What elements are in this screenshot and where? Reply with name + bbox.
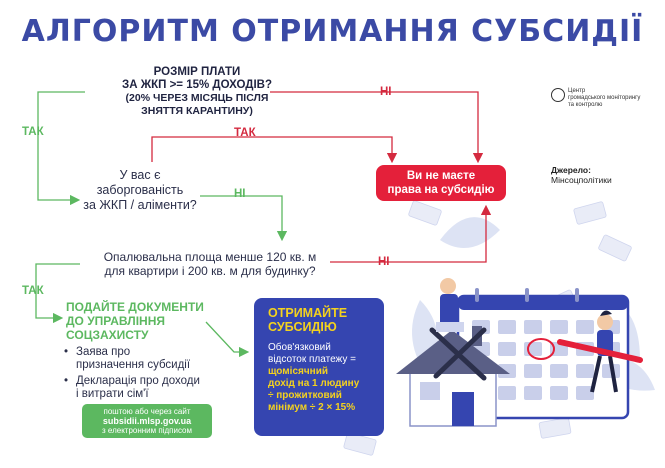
docs-title: ПОДАЙТЕ ДОКУМЕНТИ ДО УПРАВЛІННЯ СОЦЗАХИС… xyxy=(66,300,236,342)
result-line-1: Ви не маєте xyxy=(406,170,476,182)
docs-title-3: СОЦЗАХИСТУ xyxy=(66,328,149,342)
receive-formula: Обов'язковий відсоток платежу = щомісячн… xyxy=(268,342,376,414)
q2-line-1: У вас є xyxy=(119,168,161,182)
list-item: Заява про призначення субсидії xyxy=(64,346,244,372)
docs-title-2: ДО УПРАВЛІННЯ xyxy=(66,314,165,328)
submit-line-1: поштою або через сайт xyxy=(103,407,191,416)
q2-line-2: заборгованість xyxy=(96,183,184,197)
question-area: Опалювальна площа менше 120 кв. м для кв… xyxy=(80,250,340,278)
source-value: Мінсоцполітики xyxy=(551,175,612,185)
source-note: Джерело: Мінсоцполітики xyxy=(551,165,651,185)
receive-bold-4: мінімум ÷ 2 × 15% xyxy=(268,402,356,413)
question-debt: У вас є заборгованість за ЖКП / аліменти… xyxy=(60,168,220,213)
receive-title-1: ОТРИМАЙТЕ xyxy=(268,306,348,320)
submit-info: поштою або через сайт subsidii.mlsp.gov.… xyxy=(82,404,212,438)
label-no-1: НІ xyxy=(380,86,392,98)
q2-line-3: за ЖКП / аліменти? xyxy=(83,198,197,212)
receive-bold-3: ÷ прожитковий xyxy=(268,390,342,401)
doc-1-line-1: Заява про xyxy=(76,346,131,358)
receive-bold-1: щомісячний xyxy=(268,366,328,377)
label-no-3: НІ xyxy=(378,256,390,268)
doc-2-line-1: Декларація про доходи xyxy=(76,375,200,387)
logo: Центр громадського моніторингу та контро… xyxy=(568,88,658,109)
docs-list: Заява про призначення субсидії Деклараці… xyxy=(64,346,244,404)
docs-title-1: ПОДАЙТЕ ДОКУМЕНТИ xyxy=(66,300,204,314)
submit-site-link[interactable]: subsidii.mlsp.gov.ua xyxy=(102,415,192,426)
q3-line-2: для квартири і 200 кв. м для будинку? xyxy=(104,264,316,278)
result-no-subsidy: Ви не маєте права на субсидію xyxy=(376,165,506,201)
receive-title-2: СУБСИДІЮ xyxy=(268,320,337,334)
q1-line-3: (20% ЧЕРЕЗ МІСЯЦЬ ПІСЛЯ xyxy=(125,92,269,104)
q1-line-1: РОЗМІР ПЛАТИ xyxy=(153,66,241,78)
logo-line-1: Центр xyxy=(568,88,586,94)
doc-1-line-2: призначення субсидії xyxy=(76,359,191,371)
receive-title: ОТРИМАЙТЕ СУБСИДІЮ xyxy=(268,306,376,334)
label-yes-1: ТАК xyxy=(22,126,44,138)
q3-line-1: Опалювальна площа менше 120 кв. м xyxy=(103,250,317,264)
result-line-2: права на субсидію xyxy=(387,184,495,196)
q1-line-4: ЗНЯТТЯ КАРАНТИНУ) xyxy=(141,105,253,117)
logo-icon xyxy=(551,88,565,102)
doc-2-line-2: і витрати сім'ї xyxy=(76,388,149,400)
q1-line-2: ЗА ЖКП >= 15% ДОХОДІВ? xyxy=(122,79,272,91)
submit-line-3: з електронним підписом xyxy=(102,426,192,435)
receive-text-1: Обов'язковий xyxy=(268,342,331,353)
source-label: Джерело: xyxy=(551,165,591,175)
receive-text-2: відсоток платежу = xyxy=(268,354,356,365)
question-payment: РОЗМІР ПЛАТИ ЗА ЖКП >= 15% ДОХОДІВ? (20%… xyxy=(82,66,312,118)
list-item: Декларація про доходи і витрати сім'ї xyxy=(64,375,244,401)
page-title: АЛГОРИТМ ОТРИМАННЯ СУБСИДІЇ xyxy=(21,14,644,49)
logo-line-2: громадського моніторингу xyxy=(568,95,641,101)
receive-bold-2: дохід на 1 людину xyxy=(268,378,360,389)
label-yes-3: ТАК xyxy=(22,285,44,297)
label-no-2: НІ xyxy=(234,188,246,200)
label-yes-2: ТАК xyxy=(234,127,256,139)
logo-line-3: та контролю xyxy=(568,102,603,108)
receive-subsidy-box: ОТРИМАЙТЕ СУБСИДІЮ Обов'язковий відсоток… xyxy=(254,298,384,436)
